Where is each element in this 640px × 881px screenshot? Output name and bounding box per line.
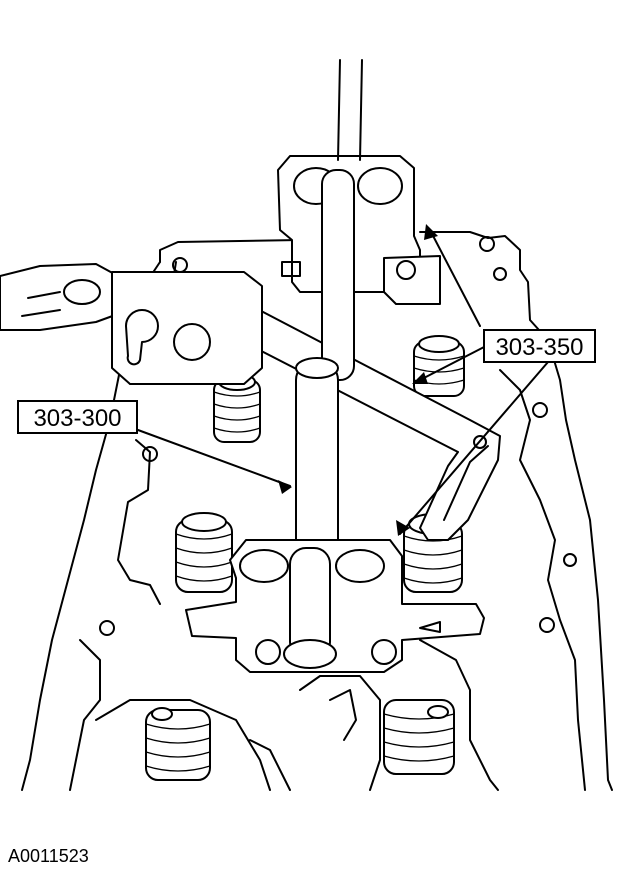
valve-spring-upper-left	[213, 373, 261, 443]
figure-id: A0011523	[8, 846, 89, 866]
callout-label-303-350: 303-350	[483, 329, 596, 363]
upper-tool-bracket	[277, 155, 441, 305]
valve-spring-upper-right	[413, 335, 465, 397]
valve-spring-lower-right	[383, 699, 455, 775]
callout-leaders	[137, 224, 549, 536]
valve-spring-lower-left	[145, 707, 211, 781]
compressor-rod-303-300	[295, 59, 363, 663]
tool-handle-clamp	[0, 263, 263, 385]
compressor-lever-303-350	[235, 299, 501, 541]
valve-spring-mid-left	[175, 512, 233, 593]
lower-tool-base-plate	[185, 539, 485, 673]
callout-label-303-300: 303-300	[17, 400, 138, 434]
